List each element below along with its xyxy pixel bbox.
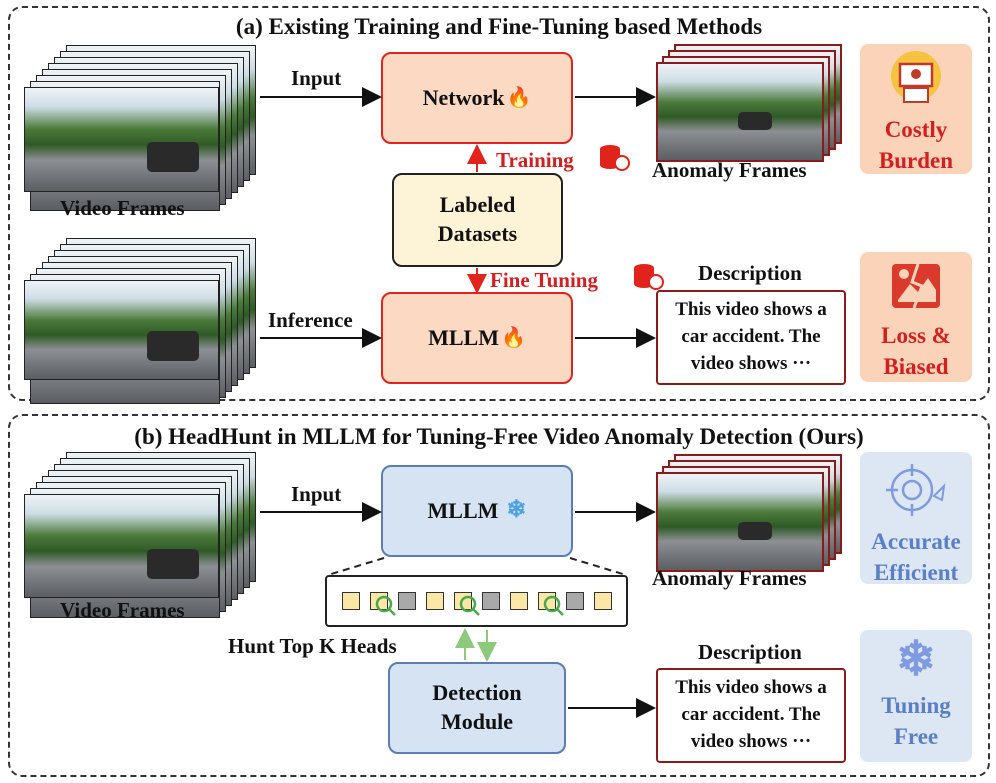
panel-a-title: (a) Existing Training and Fine-Tuning ba…: [235, 14, 763, 39]
description-line: video shows ···: [690, 353, 812, 374]
person-monitor-icon: [891, 51, 941, 103]
zoom-line-left: [327, 557, 385, 576]
database-clock-icon: [600, 145, 630, 171]
anomaly-frames-stack-a: [656, 44, 846, 162]
biased-text: Biased: [883, 354, 949, 379]
detection-module-box: Detection Module: [388, 662, 566, 754]
burden-text: Burden: [878, 148, 954, 173]
tuning-free-badge: ❄ Tuning Free: [860, 630, 972, 762]
mllm-box-b: MLLM ❄: [381, 465, 573, 557]
training-label: Training: [496, 148, 574, 172]
panel-a: (a) Existing Training and Fine-Tuning ba…: [8, 6, 990, 401]
frame-front: [24, 494, 219, 598]
description-label-b: Description: [698, 640, 802, 664]
tuning-text: Tuning: [881, 693, 951, 718]
head-token: [566, 592, 584, 610]
network-box: Network 🔥: [381, 52, 573, 144]
anomaly-frames-label-b: Anomaly Frames: [652, 566, 807, 590]
labeled-datasets-box: Labeled Datasets: [392, 173, 563, 267]
head-token: [342, 592, 360, 610]
frame-front: [24, 87, 219, 192]
loss-text: Loss &: [881, 323, 951, 348]
description-label-a: Description: [698, 261, 802, 285]
costly-text: Costly: [884, 117, 948, 142]
efficient-text: Efficient: [873, 560, 959, 585]
anomaly-frames-stack-b: [656, 454, 846, 572]
loss-biased-badge: Loss & Biased: [860, 252, 972, 382]
video-frames-stack-top: [24, 45, 264, 211]
car: [738, 112, 772, 130]
video-frames-stack-b: [24, 452, 264, 618]
description-box-a: This video shows a car accident. The vid…: [656, 290, 846, 385]
broken-image-icon: [892, 263, 940, 309]
magnifier-icon: [375, 595, 396, 616]
frame-front: [656, 62, 824, 162]
hunt-top-k-heads-label: Hunt Top K Heads: [228, 634, 397, 658]
car: [738, 522, 772, 540]
video-frames-stack-inference: [24, 238, 264, 404]
detection-line1: Detection: [432, 680, 522, 706]
magnifier-icon: [459, 595, 480, 616]
head-token: [482, 592, 500, 610]
costly-burden-badge: Costly Burden: [860, 44, 972, 174]
input-label-b: Input: [291, 482, 342, 506]
description-line: car accident. The: [681, 704, 821, 725]
car: [147, 549, 199, 579]
head-token: [594, 592, 612, 610]
fire-icon: 🔥: [506, 87, 532, 109]
panel-b-title: (b) HeadHunt in MLLM for Tuning-Free Vid…: [134, 424, 864, 449]
inference-label: Inference: [268, 308, 353, 332]
fire-icon: 🔥: [500, 327, 526, 349]
description-box-b: This video shows a car accident. The vid…: [656, 668, 846, 763]
accurate-text: Accurate: [871, 529, 961, 554]
car: [147, 142, 199, 172]
snowflake-icon: ❄: [895, 633, 937, 686]
mllm-label-a: MLLM: [428, 324, 499, 350]
free-text: Free: [893, 724, 939, 749]
input-label-a: Input: [291, 66, 342, 90]
description-line: car accident. The: [681, 326, 821, 347]
fine-tuning-label: Fine Tuning: [490, 268, 598, 292]
frame-front: [24, 280, 219, 380]
target-rocket-icon: [886, 464, 946, 516]
detection-line2: Module: [440, 709, 514, 734]
head-token: [398, 592, 416, 610]
snowflake-icon: ❄: [506, 497, 527, 524]
network-label: Network: [422, 84, 505, 110]
description-line: This video shows a: [675, 299, 827, 320]
video-frames-label-b: Video Frames: [60, 598, 185, 622]
database-clock-icon: [634, 264, 664, 290]
car: [147, 331, 199, 361]
mllm-box-a: MLLM 🔥: [381, 292, 573, 384]
accurate-efficient-badge: Accurate Efficient: [860, 452, 972, 585]
head-token: [426, 592, 444, 610]
video-frames-label-top: Video Frames: [60, 196, 185, 220]
mllm-label-b: MLLM: [427, 497, 499, 523]
anomaly-frames-label-a: Anomaly Frames: [652, 158, 807, 182]
description-line: video shows ···: [690, 731, 812, 752]
labeled-datasets-line2: Datasets: [437, 221, 518, 246]
panel-b: (b) HeadHunt in MLLM for Tuning-Free Vid…: [8, 414, 990, 777]
magnifier-icon: [543, 595, 564, 616]
description-line: This video shows a: [675, 677, 827, 698]
zoom-line-right: [569, 557, 627, 576]
frame-front: [656, 472, 824, 572]
head-token: [510, 592, 528, 610]
labeled-datasets-line1: Labeled: [439, 192, 516, 218]
